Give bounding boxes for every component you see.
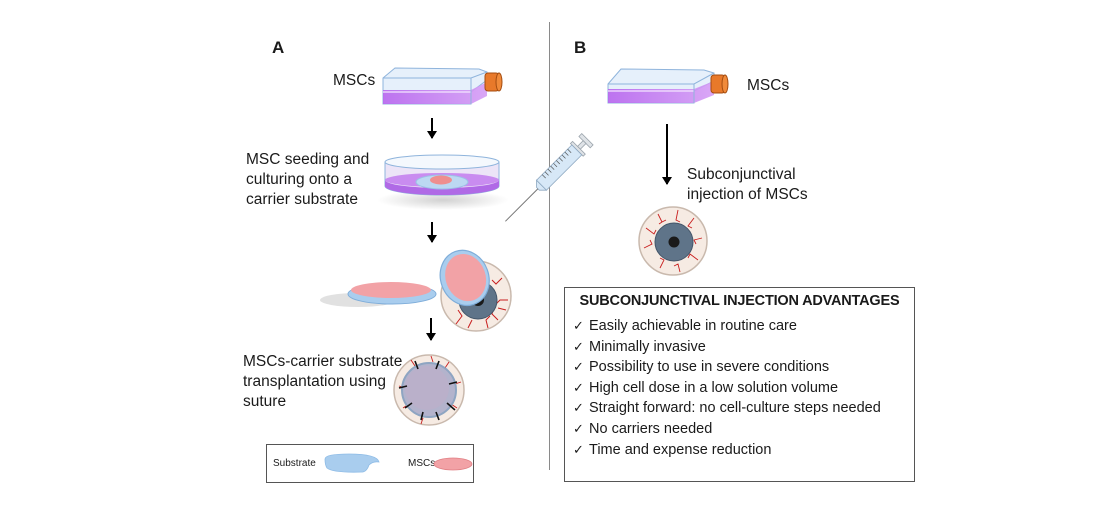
panel-a-label: A xyxy=(272,38,285,57)
legend-substrate-swatch-icon xyxy=(324,453,380,473)
culture-flask-icon xyxy=(382,67,503,105)
injection-label-line-1: Subconjunctival xyxy=(687,166,796,183)
advantage-item: ✓ High cell dose in a low solution volume xyxy=(573,378,881,399)
advantage-item: ✓ Straight forward: no cell-culture steps… xyxy=(573,398,881,419)
transplant-label-line-3: suture xyxy=(243,393,287,410)
panel-a-msc-flask-label: MSCs xyxy=(333,72,376,89)
culture-flask-icon xyxy=(607,68,729,104)
legend-mscs-swatch-icon xyxy=(433,457,473,471)
advantage-text: No carriers needed xyxy=(589,420,713,437)
advantage-item: ✓ Possibility to use in severe conditions xyxy=(573,357,881,378)
legend-box: Substrate MSCs xyxy=(266,444,474,483)
syringe-icon xyxy=(505,133,594,222)
checkmark-icon: ✓ xyxy=(573,318,584,333)
transplant-label-line-2: transplantation using xyxy=(243,373,387,390)
advantage-text: Time and expense reduction xyxy=(589,441,772,458)
advantage-text: Easily achievable in routine care xyxy=(589,318,797,334)
advantage-item: ✓ Easily achievable in routine care xyxy=(573,316,881,337)
petri-dish-icon xyxy=(377,154,509,210)
carrier-substrate-icon xyxy=(320,282,437,307)
advantage-item: ✓ Time and expense reduction xyxy=(573,440,881,461)
panel-b-msc-flask-label: MSCs xyxy=(747,77,790,94)
advantage-text: Straight forward: no cell-culture steps … xyxy=(589,400,881,417)
advantages-title: SUBCONJUNCTIVAL INJECTION ADVANTAGES xyxy=(579,293,900,309)
panel-divider xyxy=(549,22,550,470)
seeding-label-line-1: MSC seeding and xyxy=(246,151,370,168)
flow-arrow-a3 xyxy=(426,318,436,341)
seeding-label-line-2: culturing onto a xyxy=(246,171,352,188)
legend-mscs-label: MSCs xyxy=(408,458,436,469)
checkmark-icon: ✓ xyxy=(573,400,584,416)
eye-icon xyxy=(638,206,708,276)
checkmark-icon: ✓ xyxy=(573,441,584,457)
eye-with-carrier-icon xyxy=(439,249,512,332)
checkmark-icon: ✓ xyxy=(573,359,584,375)
advantage-text: Minimally invasive xyxy=(589,338,706,355)
panel-a-seeding-label: MSC seeding and culturing onto a carrier… xyxy=(246,150,369,210)
injection-label-line-2: injection of MSCs xyxy=(687,186,808,203)
panel-a-transplant-label: MSCs-carrier substrate transplantation u… xyxy=(243,352,402,412)
flow-arrow-b1 xyxy=(662,124,672,185)
advantages-list: ✓ Easily achievable in routine care ✓ Mini… xyxy=(573,316,881,460)
checkmark-icon: ✓ xyxy=(573,420,584,436)
panel-b-label: B xyxy=(574,38,587,57)
flow-arrow-a1 xyxy=(427,118,437,139)
advantage-text: Possibility to use in severe conditions xyxy=(589,359,830,376)
advantage-text: High cell dose in a low solution volume xyxy=(589,379,839,396)
panel-b-injection-label: Subconjunctival injection of MSCs xyxy=(687,165,808,205)
flow-arrow-a2 xyxy=(427,222,437,243)
seeding-label-line-3: carrier substrate xyxy=(246,191,358,208)
advantage-item: ✓ Minimally invasive xyxy=(573,337,881,358)
sutured-eye-icon xyxy=(393,354,465,426)
checkmark-icon: ✓ xyxy=(573,379,584,395)
advantage-item: ✓ No carriers needed xyxy=(573,419,881,440)
legend-substrate-label: Substrate xyxy=(273,458,316,469)
transplant-label-line-1: MSCs-carrier substrate xyxy=(243,353,403,370)
checkmark-icon: ✓ xyxy=(573,338,584,354)
advantages-box: SUBCONJUNCTIVAL INJECTION ADVANTAGES ✓ Ea… xyxy=(564,287,915,482)
